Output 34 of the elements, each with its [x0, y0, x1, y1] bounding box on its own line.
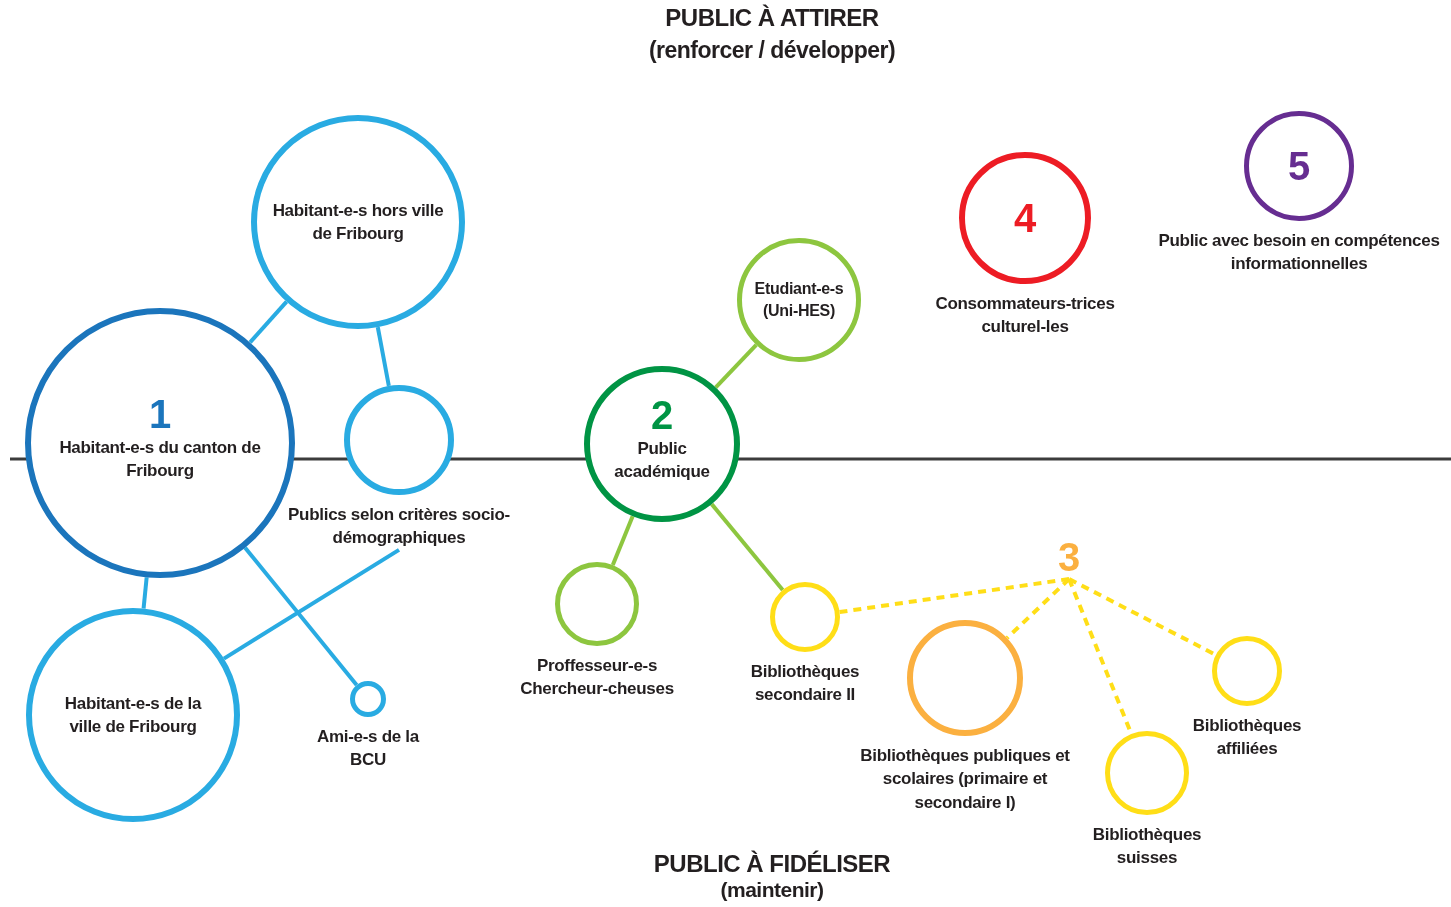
section-heading: PUBLIC À ATTIRER [665, 4, 879, 32]
node-label: Bibliothèques affiliées [1191, 715, 1303, 761]
node-label: Bibliothèques secondaire II [749, 661, 861, 707]
node-label: Proffesseur-e-s Chercheur-cheuses [519, 655, 675, 701]
group-number: 4 [1013, 196, 1037, 240]
node-label: Consommateurs-trices culturel-les [934, 293, 1116, 339]
section-heading: PUBLIC À FIDÉLISER [653, 850, 891, 878]
section-subheading: (maintenir) [720, 878, 824, 902]
node-label: Habitant-e-s de la ville de Fribourg [63, 692, 203, 738]
group-number: 2 [650, 392, 674, 437]
dashed-connector [1068, 577, 1217, 657]
node-label: Public académique [613, 437, 711, 483]
group-number: 5 [1287, 144, 1311, 188]
node-label: Publics selon critères socio-démographiques [287, 504, 511, 550]
connector-line [714, 343, 758, 389]
connector-line [248, 300, 289, 344]
node-label: Habitant-e-s hors ville de Fribourg [272, 199, 444, 245]
node-label: Ami-e-s de la BCU [316, 726, 421, 772]
connector-line [375, 326, 391, 387]
dashed-connector [839, 577, 1070, 614]
group-number: 3 [1058, 535, 1081, 579]
section-subheading: (renforcer / développer) [648, 37, 896, 64]
group-number: 1 [148, 391, 172, 436]
node-label: Public avec besoin en compétences informationnelles [1157, 230, 1441, 276]
node-label: Etudiant-e-s (Uni-HES) [753, 278, 845, 321]
connector-line [243, 546, 359, 687]
connector-line [141, 577, 149, 609]
node-label: Bibliothèques publiques et scolaires (primaire et secondaire I) [859, 745, 1071, 814]
connector-line [610, 515, 635, 566]
node-label: Bibliothèques suisses [1091, 824, 1203, 870]
dashed-connector [1005, 577, 1071, 640]
connector-line [222, 548, 401, 661]
connector-line [710, 502, 785, 592]
node-label: Habitant-e-s du canton de Fribourg [58, 436, 262, 482]
